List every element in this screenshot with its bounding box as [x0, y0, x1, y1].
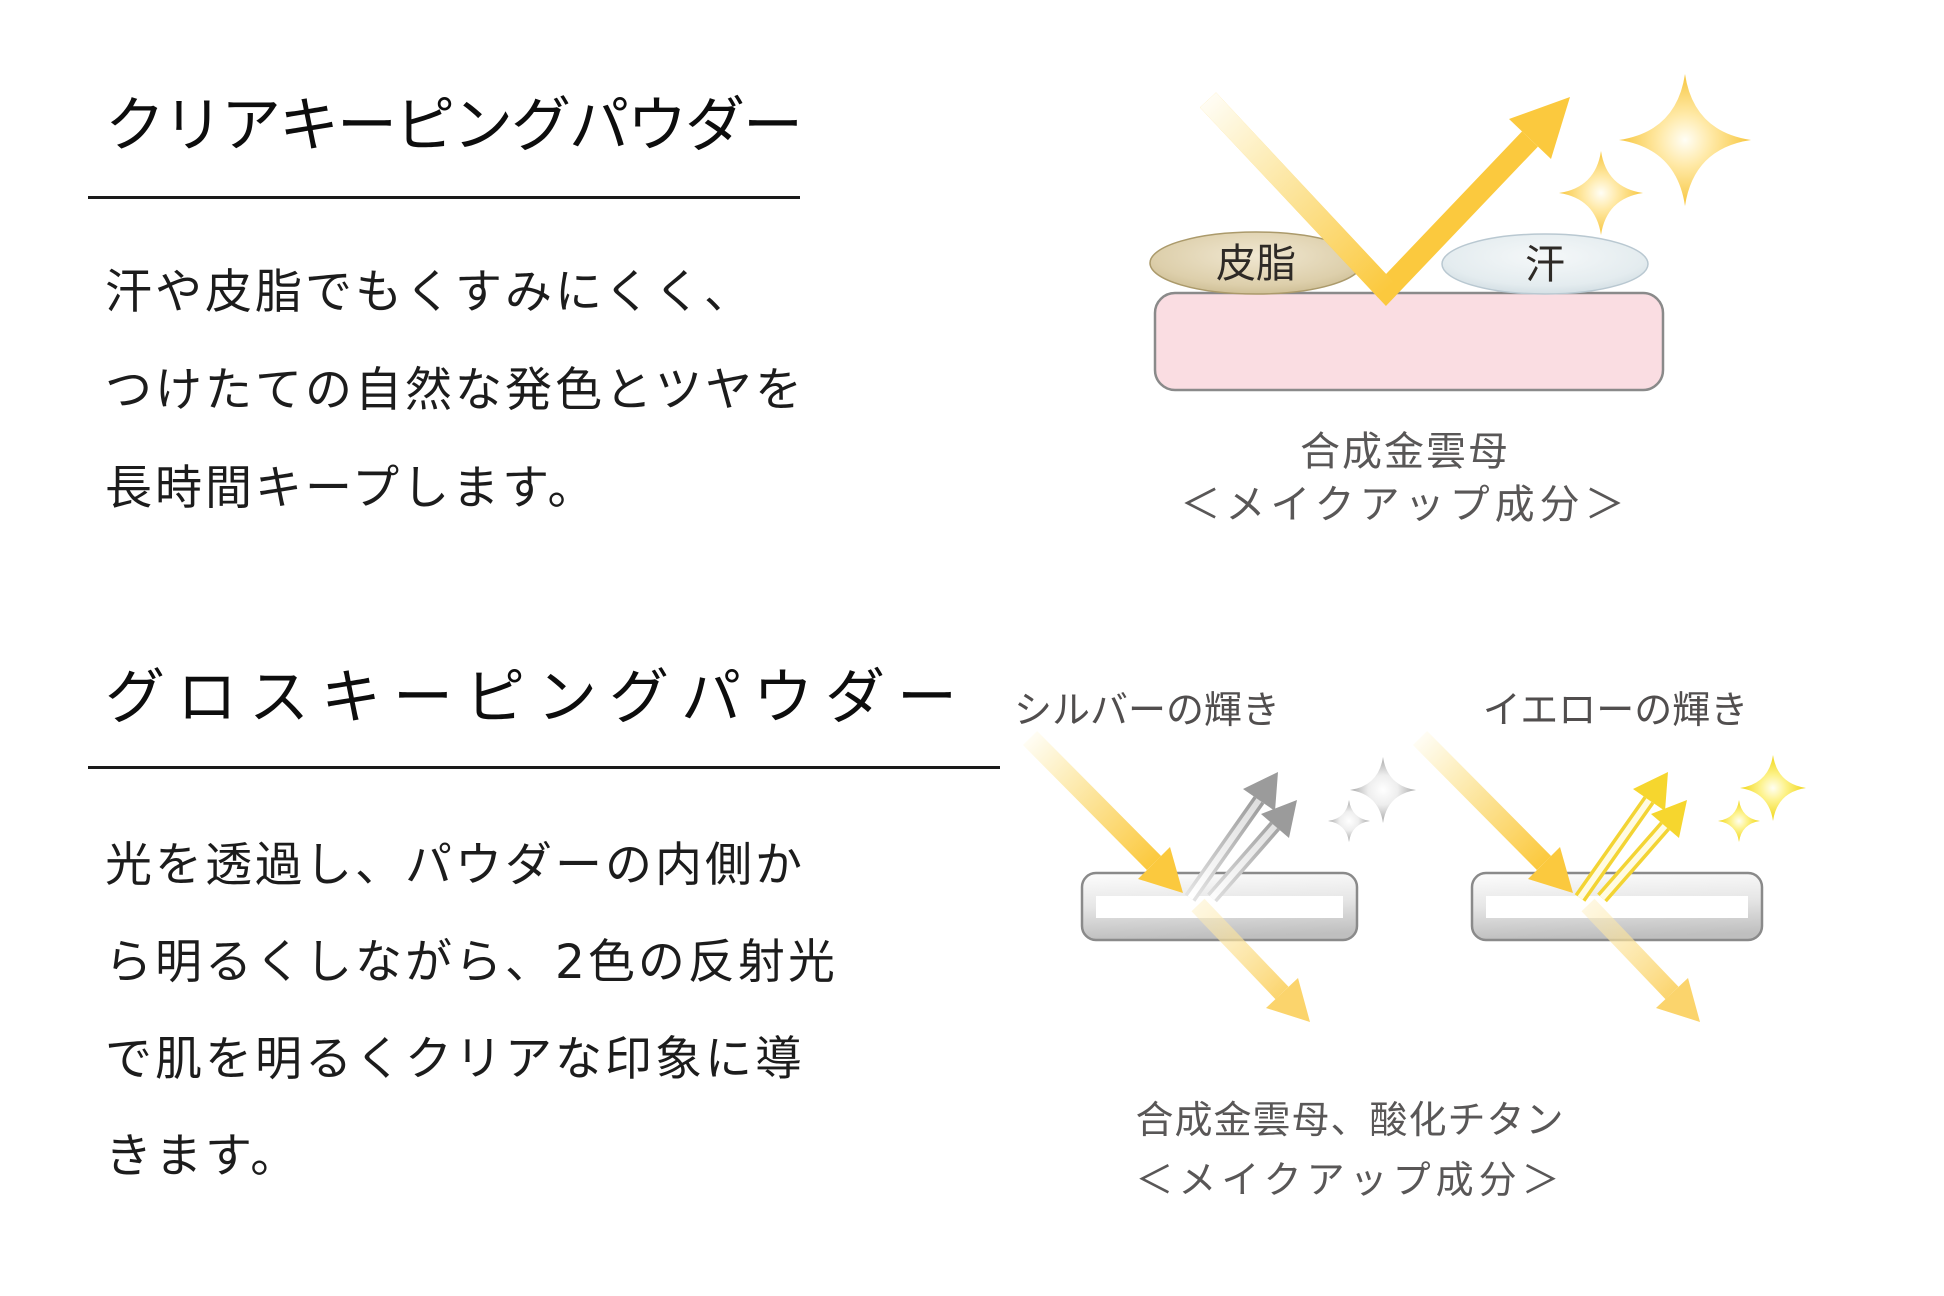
description-line: つけたての自然な発色とツヤを [105, 363, 805, 418]
description-line: 光を透過し、パウダーの内側か [105, 838, 805, 893]
silver-reflection-core [1187, 798, 1262, 900]
gloss-powder-title: グロスキーピングパウダー [105, 663, 969, 733]
incident-light-ray [1199, 92, 1395, 298]
description-line: 長時間キープします。 [105, 461, 598, 516]
incident-light-ray [1412, 730, 1552, 871]
clear-powder-diagram: 皮脂 汗 [1149, 74, 1751, 392]
incident-light-ray [1022, 730, 1162, 871]
sparkle-large-icon [1619, 74, 1751, 206]
gloss-title-underline [88, 766, 1000, 769]
powder-bar-core [1486, 896, 1748, 918]
sweat-label: 汗 [1525, 242, 1565, 288]
silver-shine-diagram [1022, 730, 1416, 1022]
yellow-shine-diagram [1412, 730, 1806, 1022]
description-line: 汗や皮脂でもくすみにくく、 [105, 265, 755, 320]
transmitted-light-ray [1581, 898, 1679, 1000]
clear-title-underline [88, 196, 800, 199]
clear-diagram-caption: 合成金雲母 ＜メイクアップ成分＞ [1145, 426, 1665, 532]
gloss-powder-description: 光を透過し、パウダーの内側か ら明るくしながら、2色の反射光 で肌を明るくクリア… [105, 817, 838, 1205]
gloss-diagram-caption: 合成金雲母、酸化チタン ＜メイクアップ成分＞ [1050, 1090, 1650, 1210]
clear-powder-description: 汗や皮脂でもくすみにくく、 つけたての自然な発色とツヤを 長時間キープします。 [105, 244, 805, 538]
description-line: ら明るくしながら、2色の反射光 [105, 935, 838, 990]
yellow-reflection-core [1577, 798, 1652, 900]
yellow-arrowhead-icon [1633, 772, 1668, 811]
makeup-component-note: ＜メイクアップ成分＞ [1180, 482, 1630, 528]
incident-arrowhead-icon [1138, 847, 1183, 893]
sebum-label: 皮脂 [1216, 241, 1296, 287]
transmitted-arrowhead-icon [1266, 978, 1310, 1022]
powder-bar-core [1096, 896, 1343, 918]
yellow-sparkle-small-icon [1718, 800, 1760, 842]
reflected-arrowhead-icon [1509, 97, 1570, 159]
silver-sparkle-large-icon [1350, 757, 1416, 823]
silver-arrowhead-icon [1243, 772, 1278, 811]
yellow-sparkle-large-icon [1740, 755, 1806, 821]
silver-reflection-core [1209, 824, 1278, 900]
silver-sparkle-small-icon [1328, 800, 1370, 842]
makeup-component-note: ＜メイクアップ成分＞ [1135, 1158, 1565, 1202]
yellow-shine-label: イエローの輝き [1482, 688, 1749, 732]
yellow-arrowhead-icon [1651, 800, 1687, 838]
clear-powder-title: クリアキーピングパウダー [105, 91, 803, 161]
sweat-blob [1441, 233, 1649, 295]
gloss-powder-diagram [1022, 730, 1806, 1022]
powder-layer [1153, 291, 1665, 392]
description-line: きます。 [105, 1129, 301, 1184]
yellow-reflection-core [1599, 824, 1668, 900]
ingredient-name: 合成金雲母、酸化チタン [1135, 1098, 1565, 1142]
ingredient-name: 合成金雲母 [1300, 429, 1510, 475]
silver-shine-label: シルバーの輝き [1013, 688, 1280, 732]
transmitted-light-ray [1191, 898, 1289, 1000]
silver-arrowhead-icon [1261, 800, 1297, 838]
transmitted-arrowhead-icon [1656, 978, 1700, 1022]
description-line: で肌を明るくクリアな印象に導 [105, 1032, 805, 1087]
incident-arrowhead-icon [1528, 847, 1573, 893]
sparkle-small-icon [1559, 151, 1643, 235]
